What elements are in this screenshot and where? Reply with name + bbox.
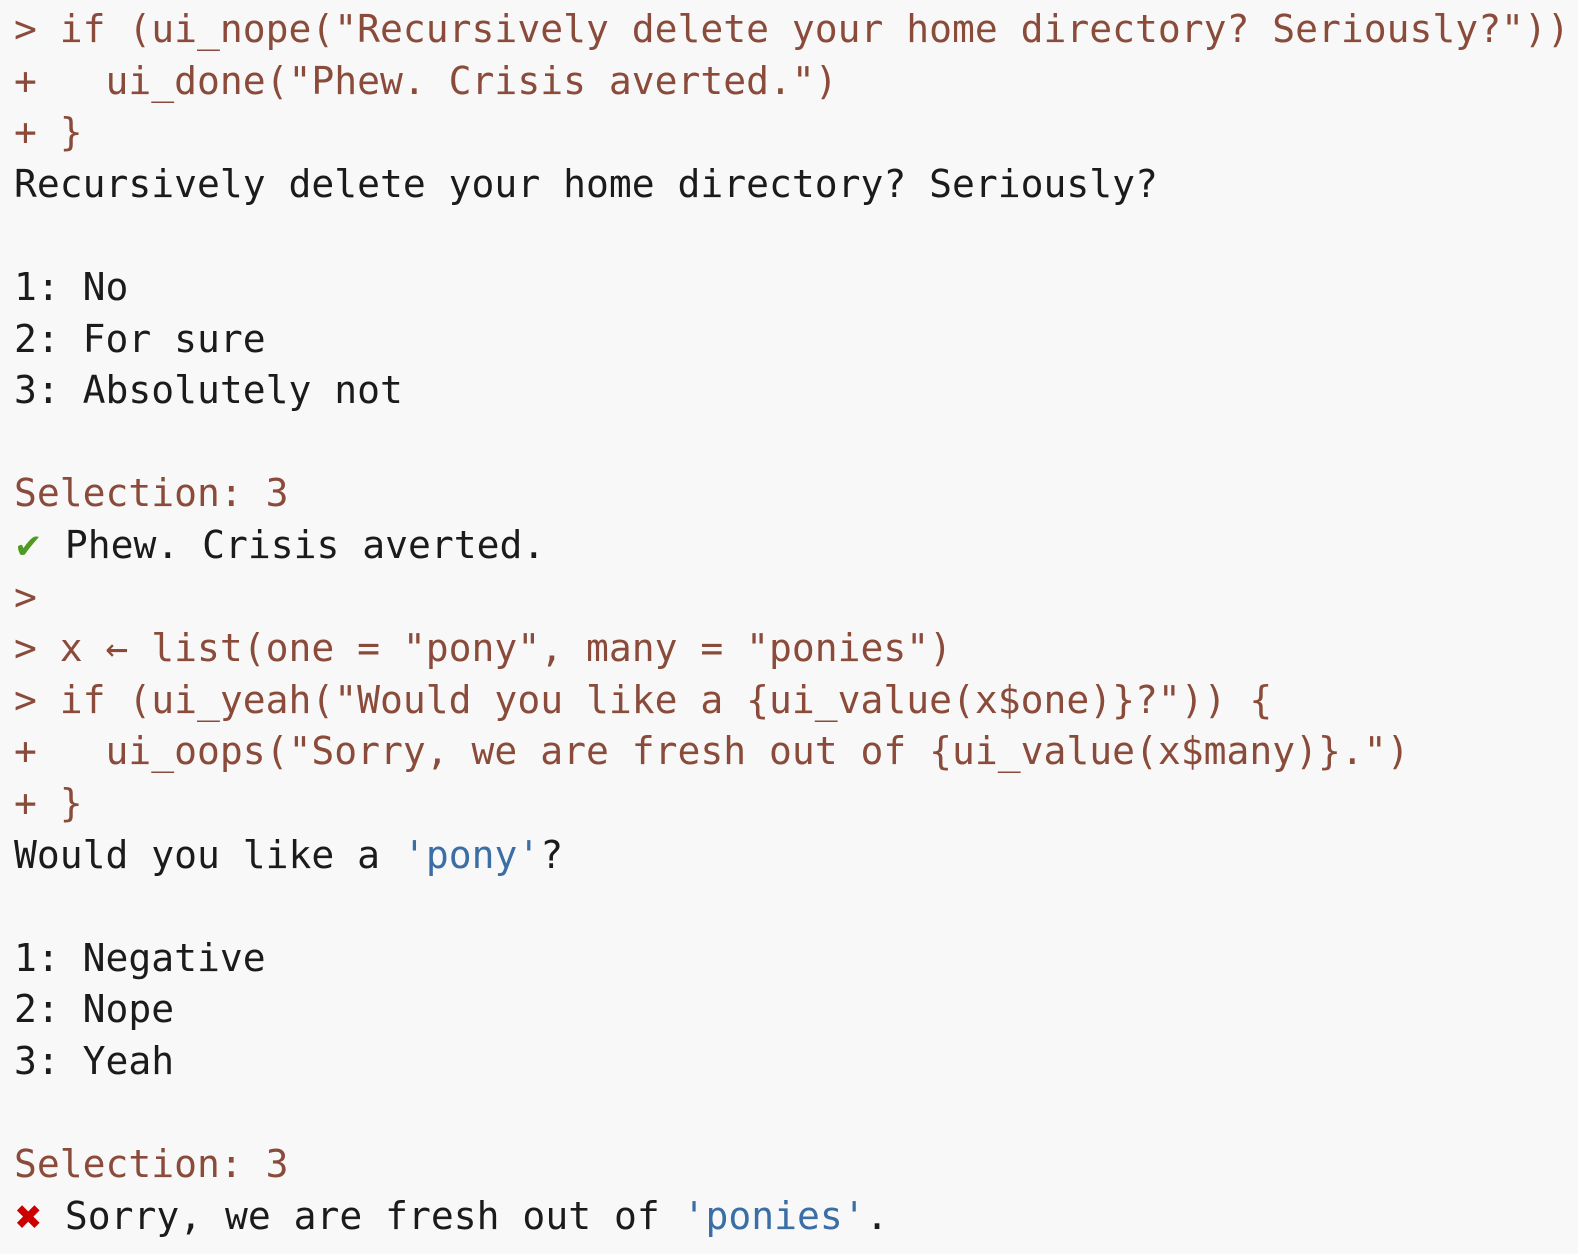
console-line-success: ✔ Phew. Crisis averted. xyxy=(14,520,1578,572)
console-line-input: > xyxy=(14,574,37,619)
output-text: . xyxy=(865,1193,889,1238)
console-line-output: 1: No xyxy=(14,264,129,309)
console-line-output: Would you like a 'pony'? xyxy=(14,830,1578,882)
console-line xyxy=(14,881,1578,933)
console-line-output: Recursively delete your home directory? … xyxy=(14,161,1158,206)
output-text: Phew. Crisis averted. xyxy=(42,522,546,567)
console-line-input: > if (ui_nope("Recursively delete your h… xyxy=(14,7,1578,51)
console-line-input: > if (ui_yeah("Would you like a {ui_valu… xyxy=(14,677,1273,722)
cross-icon: ✖ xyxy=(14,1197,43,1238)
highlighted-value: 'ponies' xyxy=(682,1193,866,1238)
console-line-output: 3: Yeah xyxy=(14,1038,175,1083)
console-line-output: 2: Nope xyxy=(14,987,175,1032)
check-icon: ✔ xyxy=(14,526,43,567)
output-text: ? xyxy=(540,832,564,877)
console-line xyxy=(14,210,1578,262)
console-line-input: Selection: 3 xyxy=(14,471,289,516)
console-line-output: 1: Negative xyxy=(14,935,266,980)
console-line xyxy=(14,1087,1578,1139)
output-text: Sorry, we are fresh out of xyxy=(42,1193,683,1238)
console-line-input: > x ← list(one = "pony", many = "ponies"… xyxy=(14,626,952,671)
console-line-input: + ui_done("Phew. Crisis averted.") xyxy=(14,58,838,103)
highlighted-value: 'pony' xyxy=(402,832,541,877)
console-line-input: + ui_oops("Sorry, we are fresh out of {u… xyxy=(14,729,1410,774)
console-line-input: > xyxy=(14,1242,1578,1254)
console-line xyxy=(14,417,1578,469)
console-line-input: Selection: 3 xyxy=(14,1142,289,1187)
console-line-output: 2: For sure xyxy=(14,316,266,361)
console-line-input: + } xyxy=(14,110,83,155)
console-line-input: + } xyxy=(14,780,83,825)
console-line-output: 3: Absolutely not xyxy=(14,368,403,413)
output-text: Would you like a xyxy=(14,832,403,877)
console-line-error: ✖ Sorry, we are fresh out of 'ponies'. xyxy=(14,1191,1578,1243)
